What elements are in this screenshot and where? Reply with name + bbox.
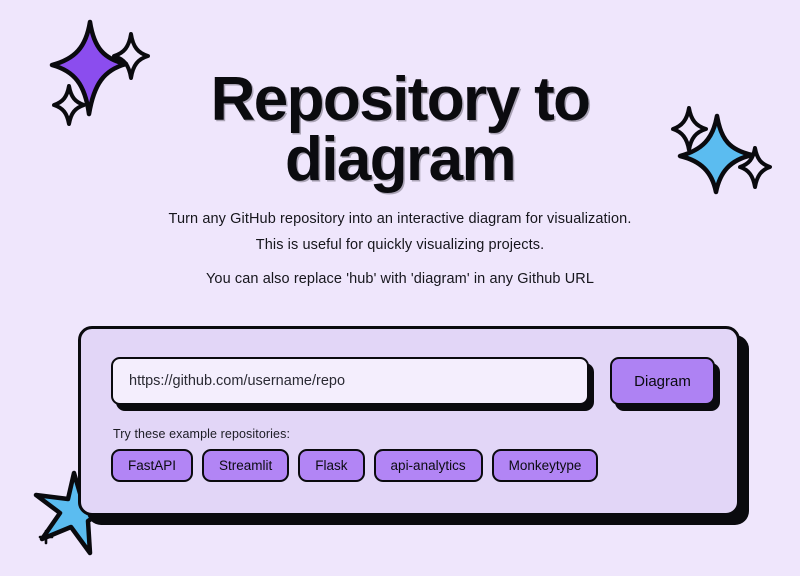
- example-repo-chips: FastAPI Streamlit Flask api-analytics Mo…: [111, 449, 721, 482]
- card-surface: Diagram Try these example repositories: …: [78, 326, 740, 516]
- description-line-3: You can also replace 'hub' with 'diagram…: [205, 271, 595, 287]
- sparkle-cluster-purple-icon: [49, 19, 150, 126]
- description-line-2: This is useful for quickly visualizing p…: [255, 237, 545, 253]
- repo-input-card: Diagram Try these example repositories: …: [78, 326, 749, 525]
- example-repos-label: Try these example repositories:: [113, 427, 291, 441]
- example-chip-streamlit[interactable]: Streamlit: [202, 449, 290, 482]
- diagram-submit-button[interactable]: Diagram: [610, 357, 715, 405]
- diagram-button-wrap: Diagram: [610, 357, 720, 411]
- page-title-line-1: Repository to: [210, 64, 591, 134]
- page-title-line-2: diagram: [285, 125, 517, 195]
- repo-url-input[interactable]: [111, 357, 589, 405]
- sparkle-cluster-blue-icon: [671, 106, 772, 195]
- example-chip-flask[interactable]: Flask: [298, 449, 365, 482]
- description-line-1: Turn any GitHub repository into an inter…: [168, 211, 632, 227]
- page-description: Turn any GitHub repository into an inter…: [0, 206, 800, 292]
- example-chip-fastapi[interactable]: FastAPI: [111, 449, 194, 482]
- example-chip-api-analytics[interactable]: api-analytics: [373, 449, 483, 482]
- repo-url-input-wrap: [111, 357, 594, 411]
- example-chip-monkeytype[interactable]: Monkeytype: [491, 449, 599, 482]
- repo-form-row: Diagram: [111, 357, 720, 411]
- description-spacer: [0, 258, 800, 266]
- page-title: Repository to diagram: [0, 68, 800, 195]
